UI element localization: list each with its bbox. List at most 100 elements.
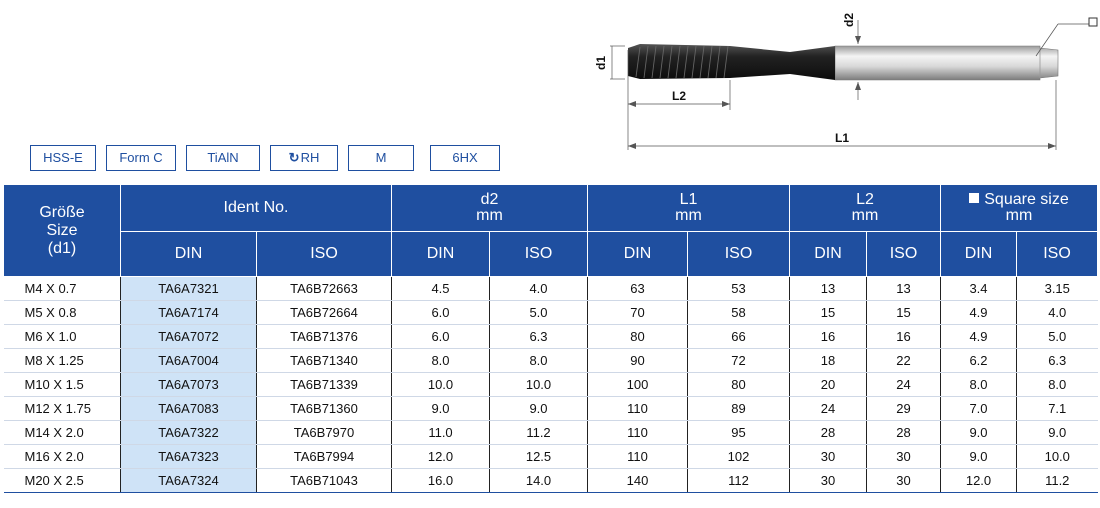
cell-l2-din: 13	[789, 276, 867, 301]
cell-l1-din: 90	[587, 348, 688, 373]
cell-square-din: 9.0	[940, 420, 1017, 445]
badge-direction-label: RH	[300, 150, 320, 165]
tap-body	[628, 44, 835, 80]
cell-l2-din: 30	[789, 444, 867, 469]
cell-d2-iso: 9.0	[489, 396, 588, 421]
cell-l1-iso: 102	[687, 444, 790, 469]
header-ident-iso: ISO	[256, 231, 392, 277]
cell-l1-din: 100	[587, 372, 688, 397]
square-icon	[1088, 17, 1098, 27]
cell-l1-iso: 66	[687, 324, 790, 349]
cell-ident-din: TA6A7321	[120, 276, 257, 301]
cell-l1-iso: 95	[687, 420, 790, 445]
cell-d2-din: 6.0	[391, 324, 490, 349]
cell-square-din: 4.9	[940, 324, 1017, 349]
l2-label: L2	[672, 89, 686, 103]
cell-ident-iso: TA6B72663	[256, 276, 392, 301]
cell-ident-din: TA6A7083	[120, 396, 257, 421]
badge-tolerance: 6HX	[430, 145, 500, 171]
header-square-din: DIN	[940, 231, 1017, 277]
cell-l1-iso: 80	[687, 372, 790, 397]
header-square-size: Square size mm	[940, 184, 1098, 232]
cell-square-iso: 11.2	[1016, 468, 1098, 493]
header-d2-unit: mm	[476, 207, 503, 224]
cell-d2-iso: 8.0	[489, 348, 588, 373]
cell-square-din: 7.0	[940, 396, 1017, 421]
cell-d2-din: 6.0	[391, 300, 490, 325]
cell-d2-din: 10.0	[391, 372, 490, 397]
header-l1-name: L1	[679, 191, 698, 208]
cell-square-iso: 3.15	[1016, 276, 1098, 301]
cell-size: M4 X 0.7	[3, 276, 121, 301]
header-l2-name: L2	[856, 191, 874, 208]
cell-l2-din: 16	[789, 324, 867, 349]
cell-square-din: 12.0	[940, 468, 1017, 493]
cell-ident-iso: TA6B71339	[256, 372, 392, 397]
cell-d2-din: 16.0	[391, 468, 490, 493]
cell-l1-iso: 58	[687, 300, 790, 325]
header-l2: L2 mm	[789, 184, 941, 232]
header-l2-din: DIN	[789, 231, 867, 277]
cell-size: M16 X 2.0	[3, 444, 121, 469]
cell-l1-din: 70	[587, 300, 688, 325]
header-l1-din: DIN	[587, 231, 688, 277]
d1-label: d1	[594, 56, 608, 70]
cell-size: M12 X 1.75	[3, 396, 121, 421]
cell-d2-iso: 12.5	[489, 444, 588, 469]
cell-ident-iso: TA6B71360	[256, 396, 392, 421]
cell-square-iso: 7.1	[1016, 396, 1098, 421]
thread-lines	[635, 45, 729, 79]
header-ident-no: Ident No.	[120, 184, 392, 232]
cell-l2-din: 24	[789, 396, 867, 421]
dimension-arrows	[628, 36, 1056, 149]
cell-l1-din: 63	[587, 276, 688, 301]
cell-l2-iso: 16	[866, 324, 941, 349]
cell-l1-din: 110	[587, 396, 688, 421]
cell-ident-din: TA6A7174	[120, 300, 257, 325]
cell-d2-din: 9.0	[391, 396, 490, 421]
d2-label: d2	[842, 13, 856, 27]
cell-ident-iso: TA6B71376	[256, 324, 392, 349]
badge-thread: M	[348, 145, 414, 171]
header-size-line3: (d1)	[47, 239, 77, 257]
cell-ident-din: TA6A7004	[120, 348, 257, 373]
cell-l2-iso: 15	[866, 300, 941, 325]
cell-ident-din: TA6A7072	[120, 324, 257, 349]
cell-size: M6 X 1.0	[3, 324, 121, 349]
cell-l2-din: 20	[789, 372, 867, 397]
cell-size: M10 X 1.5	[3, 372, 121, 397]
cell-square-din: 8.0	[940, 372, 1017, 397]
cell-ident-din: TA6A7323	[120, 444, 257, 469]
l1-label: L1	[835, 131, 849, 145]
cell-size: M5 X 0.8	[3, 300, 121, 325]
tap-shank	[834, 45, 1059, 81]
cell-d2-iso: 6.3	[489, 324, 588, 349]
cell-d2-din: 12.0	[391, 444, 490, 469]
cell-ident-din: TA6A7322	[120, 420, 257, 445]
header-size: Größe Size (d1)	[3, 184, 121, 277]
badge-form: Form C	[106, 145, 176, 171]
cell-ident-din: TA6A7073	[120, 372, 257, 397]
cell-l2-din: 15	[789, 300, 867, 325]
badge-material: HSS-E	[30, 145, 96, 171]
header-d2: d2 mm	[391, 184, 588, 232]
cell-square-iso: 4.0	[1016, 300, 1098, 325]
badge-coating: TiAlN	[186, 145, 260, 171]
cell-d2-iso: 5.0	[489, 300, 588, 325]
cell-l1-din: 110	[587, 444, 688, 469]
header-d2-name: d2	[480, 191, 499, 208]
cell-d2-iso: 11.2	[489, 420, 588, 445]
cell-ident-din: TA6A7324	[120, 468, 257, 493]
cell-l2-iso: 29	[866, 396, 941, 421]
cell-square-din: 3.4	[940, 276, 1017, 301]
rotation-arrow-icon: ↻	[288, 150, 300, 165]
header-square-name: Square size	[984, 191, 1069, 208]
cell-l1-iso: 53	[687, 276, 790, 301]
cell-l1-iso: 112	[687, 468, 790, 493]
